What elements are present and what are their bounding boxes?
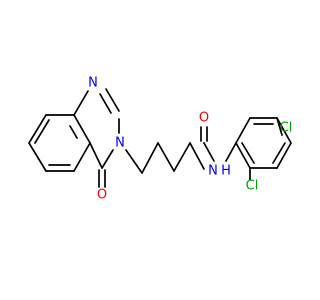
bond [173, 142, 191, 172]
alkyl-chain [125, 126, 237, 174]
bond [125, 149, 143, 174]
bond [89, 142, 103, 169]
atom-label-amide-h: H [221, 164, 231, 179]
atom-label-amide-n: N [208, 164, 218, 179]
double-bond-inner [69, 125, 78, 139]
bond [189, 142, 205, 170]
double-bond-inner [34, 119, 50, 144]
atom-label-cl-ortho: Cl [246, 179, 259, 194]
atom-label-o4: O [97, 188, 107, 203]
bond [276, 142, 292, 169]
double-bond-inner [99, 93, 112, 114]
dichlorophenyl-ring [235, 117, 292, 181]
bond [225, 142, 237, 162]
structure-diagram: N N O O N H Cl Cl [28, 76, 293, 203]
benzo-ring [28, 114, 91, 172]
bond [101, 149, 114, 169]
bond [235, 117, 251, 144]
atom-label-cl-para: Cl [280, 121, 293, 136]
atom-label-amide-o: O [199, 111, 209, 126]
bond [157, 142, 175, 172]
atom-label-n1: N [88, 76, 98, 91]
bond [73, 114, 91, 144]
bond [276, 117, 292, 144]
bond [28, 114, 47, 144]
bond [105, 88, 120, 112]
molecule-canvas: N N O O N H Cl Cl [28, 76, 293, 203]
bond [203, 142, 215, 162]
pyrimidinone-ring [73, 88, 120, 188]
bond [141, 142, 159, 174]
double-bond-inner [272, 142, 286, 164]
bond [235, 142, 251, 169]
bond [73, 142, 91, 172]
bond [73, 90, 89, 116]
atom-label-n3: N [115, 136, 125, 151]
double-bond-inner [241, 142, 255, 164]
bond [28, 142, 47, 172]
bond [276, 117, 283, 136]
